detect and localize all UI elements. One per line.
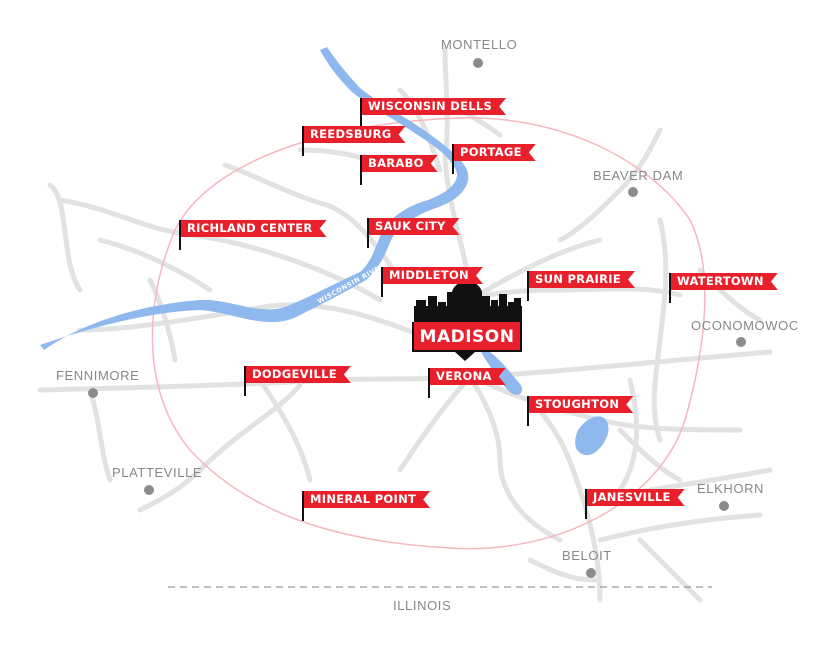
- city-dot-fennimore: [88, 388, 98, 398]
- flag-banner: PORTAGE: [454, 144, 536, 161]
- flag-banner: MIDDLETON: [383, 267, 483, 284]
- city-dot-platteville: [144, 485, 154, 495]
- flag-pole: [360, 155, 362, 185]
- city-label-elkhorn: ELKHORN: [697, 481, 765, 496]
- city-dot-beloit: [586, 568, 596, 578]
- state-label-illinois: ILLINOIS: [393, 598, 452, 613]
- city-label-fennimore: FENNIMORE: [56, 368, 140, 383]
- city-label-montello: MONTELLO: [441, 37, 518, 52]
- flag-pole: [381, 267, 383, 297]
- madison-marker[interactable]: MADISON: [412, 322, 522, 352]
- flag-pole: [302, 126, 304, 156]
- water: [40, 47, 609, 456]
- flag-pole: [360, 98, 362, 128]
- flag-banner: BARABO: [362, 155, 438, 172]
- flag-banner: STOUGHTON: [529, 396, 633, 413]
- flag-banner: VERONA: [430, 368, 506, 385]
- flag-banner: RICHLAND CENTER: [181, 220, 327, 237]
- madison-skyline: [414, 270, 522, 322]
- road-network: [37, 47, 773, 603]
- flag-banner: WATERTOWN: [671, 273, 778, 290]
- flag-banner: DODGEVILLE: [246, 366, 351, 383]
- flag-pole: [244, 366, 246, 396]
- flag-pole: [179, 220, 181, 250]
- flag-pole: [452, 144, 454, 174]
- flag-banner: SUN PRAIRIE: [529, 271, 635, 288]
- flag-banner: SAUK CITY: [369, 218, 460, 235]
- flag-pole: [428, 368, 430, 398]
- flag-pole: [669, 273, 671, 303]
- city-label-platteville: PLATTEVILLE: [112, 465, 203, 480]
- city-dot-oconomowoc: [736, 337, 746, 347]
- flag-banner: MINERAL POINT: [304, 491, 430, 508]
- flag-pole: [302, 491, 304, 521]
- city-label-oconomowoc: OCONOMOWOC: [691, 318, 799, 333]
- flag-pole: [585, 489, 587, 519]
- city-dot-elkhorn: [719, 501, 729, 511]
- city-label-beloit: BELOIT: [562, 548, 612, 563]
- flag-pole: [527, 271, 529, 301]
- city-dot-montello: [473, 58, 483, 68]
- flag-banner: REEDSBURG: [304, 126, 406, 143]
- madison-pointer: [455, 352, 475, 361]
- city-label-beaver-dam: BEAVER DAM: [593, 168, 684, 183]
- flag-banner: WISCONSIN DELLS: [362, 98, 506, 115]
- flag-pole: [527, 396, 529, 426]
- city-dot-beaver-dam: [628, 187, 638, 197]
- flag-banner: JANESVILLE: [587, 489, 685, 506]
- flag-pole: [367, 218, 369, 248]
